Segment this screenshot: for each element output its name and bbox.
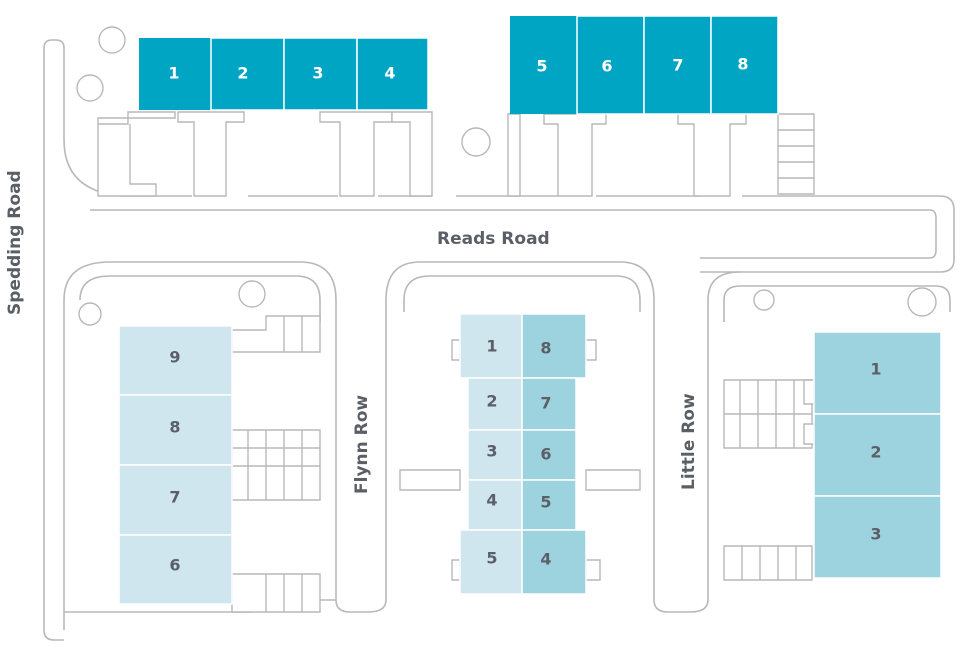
plot-number: 3	[870, 525, 881, 544]
little-row-cul-de-sac	[723, 285, 951, 322]
tree-icon	[238, 280, 266, 308]
plot[interactable]	[467, 377, 523, 431]
driveway	[177, 111, 245, 197]
parking-bays	[231, 429, 321, 501]
plot[interactable]	[467, 429, 523, 481]
plot-number: 8	[737, 55, 748, 74]
plot-number: 2	[486, 392, 497, 411]
plot[interactable]	[210, 37, 285, 111]
reads-road-upper-inner	[90, 209, 937, 259]
plot-number: 3	[486, 442, 497, 461]
road-label-spedding-road: Spedding Road	[5, 170, 25, 315]
plot[interactable]	[459, 529, 523, 595]
tree-icon	[76, 74, 104, 102]
footpath	[803, 423, 815, 445]
tree-icon	[461, 127, 491, 157]
plot-number: 5	[540, 493, 551, 512]
driveways	[97, 111, 815, 613]
plot-number: 4	[384, 64, 395, 83]
plot[interactable]	[710, 15, 779, 115]
plot-number: 5	[536, 57, 547, 76]
plot-number: 7	[540, 394, 551, 413]
parking-bays	[231, 315, 321, 353]
footpath	[803, 379, 815, 405]
plot[interactable]	[521, 479, 577, 531]
plot[interactable]	[521, 313, 587, 379]
plot-number: 6	[540, 445, 551, 464]
driveway	[97, 111, 176, 197]
footpath	[585, 339, 597, 361]
driveway	[319, 111, 393, 197]
reads-road-south-edge	[43, 48, 64, 641]
road-network	[43, 39, 955, 641]
plot-number: 1	[870, 360, 881, 379]
reads-road-north-edge-2	[248, 195, 955, 273]
plot[interactable]	[576, 15, 645, 115]
plot-number: 8	[540, 339, 551, 358]
plot[interactable]	[643, 15, 712, 115]
driveway	[507, 113, 521, 197]
plot-number: 8	[169, 418, 180, 437]
plot[interactable]	[510, 16, 577, 114]
plot[interactable]	[521, 529, 587, 595]
footpath	[451, 559, 461, 581]
driveway	[677, 113, 747, 197]
parking-bays	[777, 113, 815, 195]
footpath	[585, 559, 601, 581]
road-label-flynn-row: Flynn Row	[352, 395, 372, 494]
plot[interactable]	[521, 377, 577, 431]
flynn-row-cul-de-sac-west	[79, 275, 321, 322]
plot-number: 9	[169, 348, 180, 367]
centre-block-plots: 1 2 3 4 5 8 7 6 5 4	[459, 313, 587, 595]
road-label-little-row: Little Row	[679, 393, 699, 490]
plot[interactable]	[459, 313, 523, 379]
plot-number: 5	[486, 549, 497, 568]
tree-icon	[98, 26, 126, 54]
plot-number: 2	[870, 443, 881, 462]
plot[interactable]	[813, 413, 942, 497]
plot[interactable]	[356, 37, 429, 111]
plot[interactable]	[118, 394, 233, 466]
spedding-inner-edge	[63, 261, 741, 630]
tree-icon	[907, 287, 937, 317]
little-row-plots: 1 2 3	[813, 331, 942, 579]
plot[interactable]	[118, 534, 233, 605]
plot-number: 2	[237, 64, 248, 83]
reads-road-north-edge	[43, 39, 192, 197]
centre-cul-de-sac	[403, 275, 641, 312]
parking-bays	[231, 573, 321, 613]
plot-number: 3	[312, 64, 323, 83]
flynn-row-plots: 9 8 7 6	[118, 325, 233, 605]
plot-number: 1	[486, 337, 497, 356]
plot[interactable]	[118, 325, 233, 396]
trees	[76, 26, 937, 326]
reads-road-east-plots: 5 6 7 8	[510, 15, 779, 115]
plot[interactable]	[139, 38, 211, 110]
plot[interactable]	[118, 464, 233, 536]
road-label-reads-road: Reads Road	[437, 229, 550, 249]
plot[interactable]	[813, 495, 942, 579]
plot[interactable]	[813, 331, 942, 415]
driveway	[543, 113, 607, 197]
reads-road-west-plots: 1 2 3 4	[139, 37, 429, 111]
tree-icon	[753, 289, 775, 311]
tree-icon	[78, 302, 102, 326]
plot-number: 6	[601, 57, 612, 76]
plot[interactable]	[521, 429, 577, 481]
plot-number: 6	[169, 556, 180, 575]
plot-number: 7	[169, 488, 180, 507]
plot-number: 1	[168, 64, 179, 83]
parking-bays	[723, 545, 813, 581]
footpath	[585, 469, 641, 491]
plot-number: 7	[672, 56, 683, 75]
footpath	[451, 339, 461, 361]
footpath	[399, 469, 461, 491]
plot-number: 4	[540, 550, 551, 569]
plot-number: 4	[486, 491, 497, 510]
driveway	[391, 111, 433, 197]
